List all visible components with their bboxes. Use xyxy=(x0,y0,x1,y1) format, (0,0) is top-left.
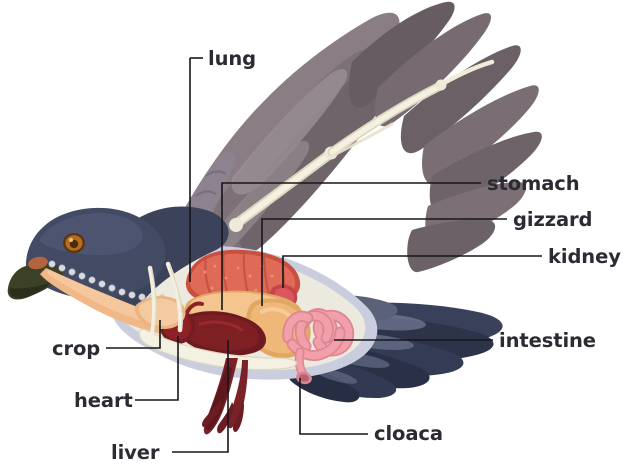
leader-cloaca xyxy=(299,378,368,435)
leader-kidney xyxy=(282,255,542,288)
pectoral-girdle-bones xyxy=(147,261,183,337)
organ-liver xyxy=(177,311,267,356)
label-kidney: kidney xyxy=(548,245,621,268)
label-lung: lung xyxy=(208,47,256,70)
labels-group: lung stomach gizzard kidney intestine cl… xyxy=(52,47,621,464)
label-heart: heart xyxy=(74,389,133,412)
leader-liver xyxy=(172,340,229,453)
foot-claws xyxy=(202,400,244,434)
wing-bones xyxy=(229,59,495,232)
primary-feather-3 xyxy=(400,45,521,154)
label-stomach: stomach xyxy=(487,172,580,195)
cere xyxy=(28,256,48,270)
beak-lower xyxy=(9,283,50,298)
raised-wing xyxy=(150,1,542,305)
organ-crop xyxy=(134,296,186,330)
label-cloaca: cloaca xyxy=(374,422,443,445)
label-liver: liver xyxy=(111,441,160,464)
leader-stomach xyxy=(221,182,481,310)
label-intestine: intestine xyxy=(499,329,596,352)
pectoral-girdle-shade xyxy=(151,265,183,333)
sternum-keel xyxy=(138,328,298,371)
leg-right xyxy=(227,360,248,429)
primary-feather-7 xyxy=(407,219,496,273)
leader-lines xyxy=(106,57,542,453)
eye-pupil xyxy=(69,239,79,249)
internal-organs xyxy=(134,249,355,385)
leader-gizzard xyxy=(261,218,507,306)
label-crop: crop xyxy=(52,337,100,360)
legs-and-feet xyxy=(202,358,248,435)
primary-feather-1 xyxy=(348,1,455,108)
label-gizzard: gizzard xyxy=(513,208,592,231)
primary-feather-2 xyxy=(374,13,491,127)
leader-heart xyxy=(135,336,179,401)
leader-crop xyxy=(106,320,161,349)
primary-feather-4 xyxy=(422,85,539,185)
wing-highlight-2 xyxy=(203,141,310,259)
eye-glint xyxy=(69,238,73,242)
wing-highlight-1 xyxy=(231,69,348,195)
